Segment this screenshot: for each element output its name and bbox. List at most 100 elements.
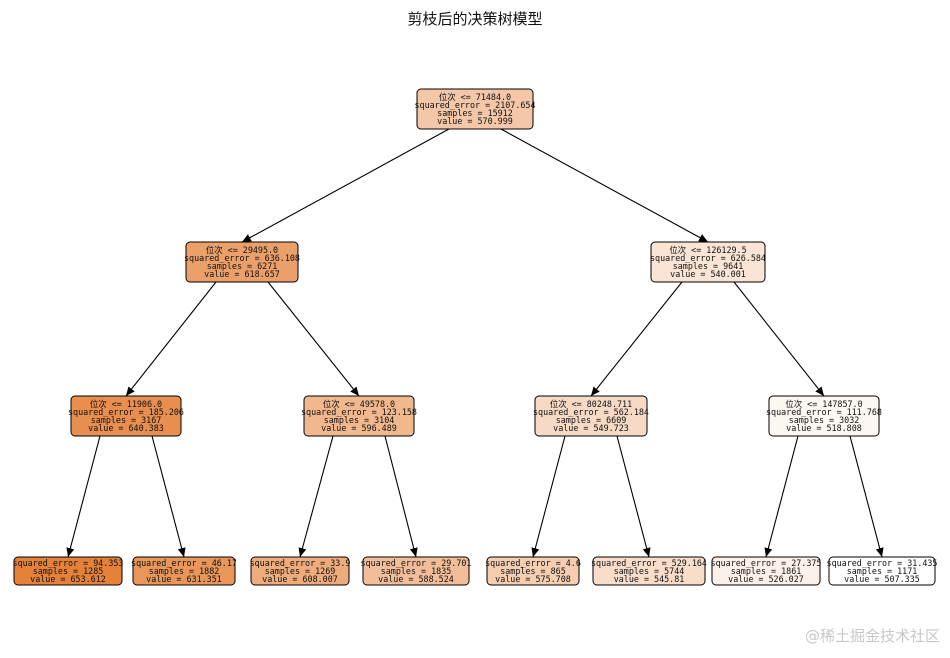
tree-node-line: samples = 1269 xyxy=(265,566,336,576)
tree-node-line: squared_error = 111.768 xyxy=(766,407,882,417)
tree-node-line: value = 507.335 xyxy=(844,574,920,584)
tree-node-box xyxy=(650,241,766,283)
tree-edge-arrow xyxy=(733,281,825,397)
tree-node-line: samples = 3104 xyxy=(324,415,395,425)
tree-node-box xyxy=(185,241,299,283)
tree-node-line: samples = 15912 xyxy=(437,108,513,118)
tree-node-line: samples = 5744 xyxy=(614,566,685,576)
tree-node-line: squared_error = 4.6 xyxy=(485,558,581,568)
tree-node-line: value = 545.81 xyxy=(614,574,685,584)
tree-node-line: squared_error = 123.158 xyxy=(301,407,417,417)
tree-node-line: 位次 <= 80248.711 xyxy=(550,399,632,409)
tree-node-box xyxy=(303,395,415,437)
tree-node-line: squared_error = 27.375 xyxy=(711,558,822,568)
tree-node-line: samples = 1835 xyxy=(381,566,452,576)
tree-node-line: squared_error = 562.184 xyxy=(533,407,649,417)
tree-node-line: squared_error = 29.701 xyxy=(361,558,472,568)
tree-node-line: squared_error = 636.108 xyxy=(184,253,300,263)
tree-node-line: value = 570.999 xyxy=(437,116,513,126)
tree-edge-arrow xyxy=(298,435,334,558)
tree-node-line: samples = 3167 xyxy=(91,415,162,425)
tree-node-line: samples = 865 xyxy=(500,566,566,576)
tree-node-line: value = 540.001 xyxy=(670,269,746,279)
tree-edge-arrow xyxy=(151,435,186,558)
tree-node-line: value = 631.351 xyxy=(146,574,222,584)
tree-node-line: value = 575.708 xyxy=(495,574,571,584)
tree-node-line: samples = 1861 xyxy=(731,566,802,576)
tree-edge-arrow xyxy=(384,435,418,558)
tree-edge-arrow xyxy=(66,435,101,558)
tree-node-line: samples = 6609 xyxy=(556,415,627,425)
tree-node-line: value = 653.612 xyxy=(30,574,106,584)
tree-node-box xyxy=(768,395,880,437)
tree-node-line: samples = 1171 xyxy=(847,566,918,576)
tree-node-box xyxy=(592,556,706,586)
tree-node-line: value = 608.007 xyxy=(262,574,338,584)
tree-node-line: value = 618.657 xyxy=(204,269,280,279)
tree-node-line: squared_error = 626.584 xyxy=(650,253,766,263)
tree-node-box xyxy=(250,556,350,586)
tree-node-line: squared_error = 529.164 xyxy=(591,558,707,568)
tree-node-line: samples = 1285 xyxy=(33,566,104,576)
tree-node-line: 位次 <= 71484.0 xyxy=(439,92,511,102)
tree-edge-arrow xyxy=(267,281,360,397)
tree-node-line: squared_error = 33.9 xyxy=(250,558,351,568)
tree-node-box xyxy=(13,556,123,586)
tree-node-line: squared_error = 2107.654 xyxy=(414,100,535,110)
tree-node-box xyxy=(828,556,936,586)
tree-edge-arrow xyxy=(531,435,566,558)
tree-node-line: 位次 <= 126129.5 xyxy=(669,245,746,255)
tree-node-line: value = 596.489 xyxy=(321,423,397,433)
tree-node-line: samples = 1882 xyxy=(149,566,220,576)
tree-node-line: value = 588.524 xyxy=(378,574,454,584)
tree-node-line: value = 518.808 xyxy=(786,423,862,433)
tree-node-line: value = 640.383 xyxy=(88,423,164,433)
tree-node-line: squared_error = 94.353 xyxy=(13,558,124,568)
tree-node-line: samples = 3032 xyxy=(789,415,860,425)
tree-edge-arrow xyxy=(500,128,709,243)
tree-edge-arrow xyxy=(241,128,450,243)
tree-edge-arrow xyxy=(849,435,884,558)
tree-node-line: 位次 <= 29495.0 xyxy=(206,245,278,255)
watermark: @稀土掘金技术社区 xyxy=(804,627,940,645)
tree-node-line: squared_error = 185.206 xyxy=(68,407,184,417)
tree-node-box xyxy=(486,556,580,586)
tree-node-line: samples = 9641 xyxy=(673,261,744,271)
tree-node-line: 位次 <= 147857.0 xyxy=(785,399,862,409)
tree-node-line: 位次 <= 11906.0 xyxy=(90,399,162,409)
tree-node-box xyxy=(362,556,470,586)
tree-node-line: 位次 <= 49578.0 xyxy=(323,399,395,409)
tree-node-box xyxy=(70,395,182,437)
tree-edge-arrow xyxy=(125,281,217,397)
tree-node-line: squared_error = 31.435 xyxy=(827,558,938,568)
tree-node-box xyxy=(711,556,821,586)
tree-edge-arrow xyxy=(616,435,651,558)
tree-node-line: samples = 6271 xyxy=(207,261,278,271)
tree-edge-arrow xyxy=(590,281,683,397)
tree-node-line: squared_error = 46.17 xyxy=(131,558,237,568)
tree-edge-arrow xyxy=(764,435,799,558)
chart-title: 剪枝后的决策树模型 xyxy=(407,10,543,28)
tree-node-box xyxy=(416,88,534,130)
tree-node-line: value = 526.027 xyxy=(728,574,804,584)
tree-node-box xyxy=(534,395,648,437)
tree-node-box xyxy=(132,556,236,586)
edges-layer xyxy=(66,128,884,558)
